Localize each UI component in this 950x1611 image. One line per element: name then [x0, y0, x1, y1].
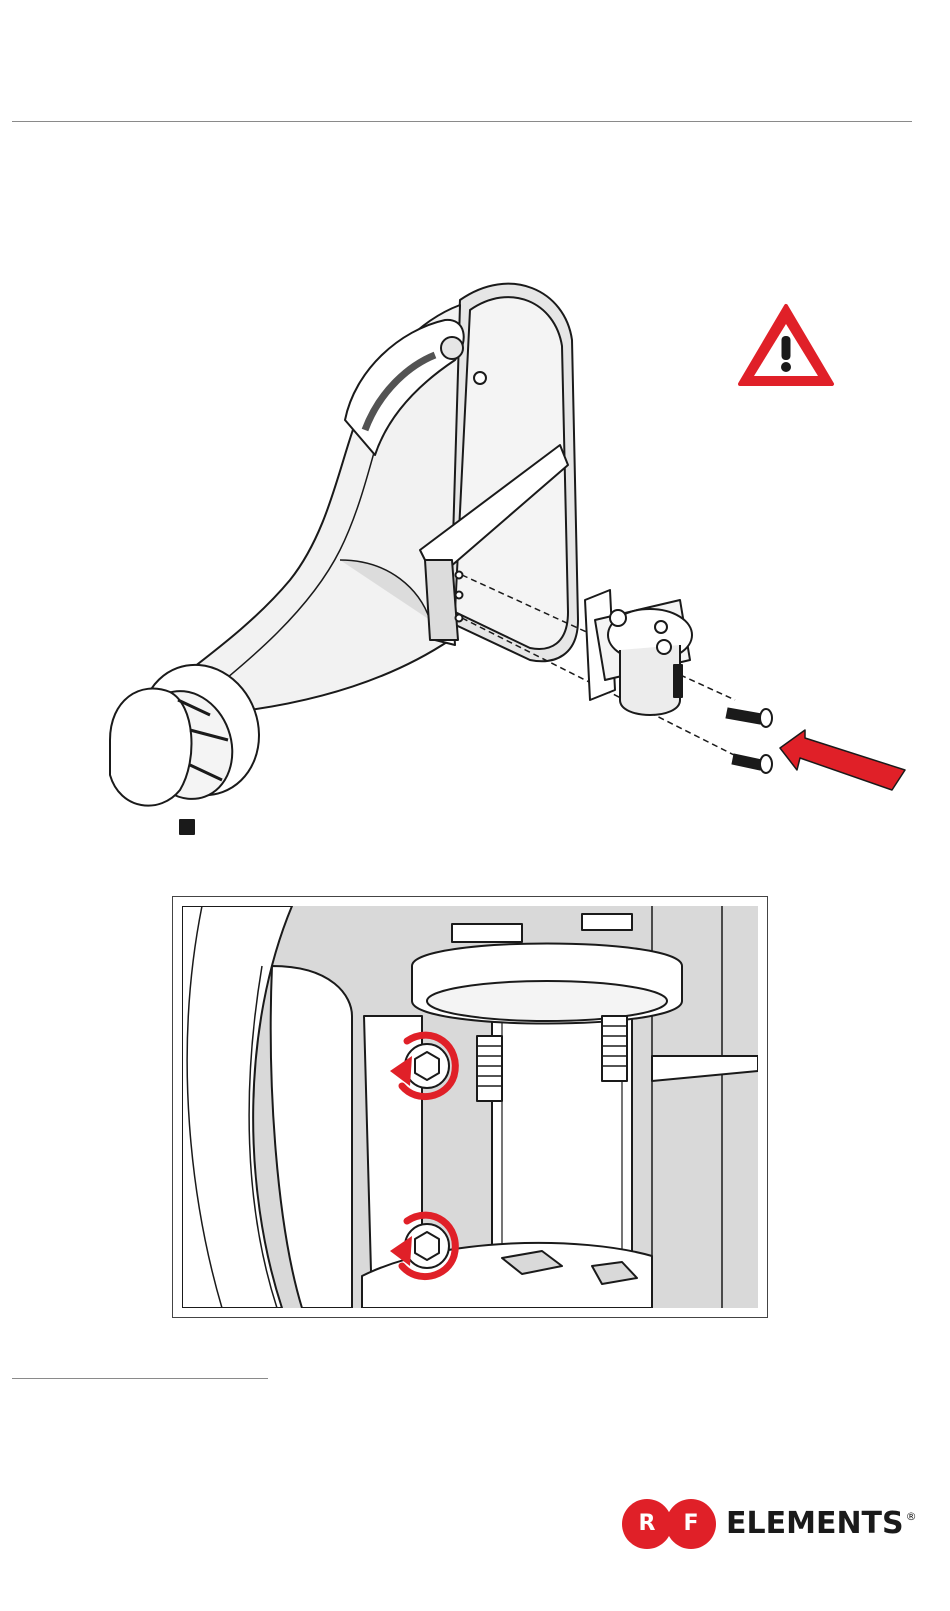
red-arrow-icon [780, 730, 905, 790]
warning-triangle-icon [736, 302, 836, 388]
bolt-lower [732, 754, 772, 773]
logo-letter-r: R [622, 1499, 672, 1549]
logo-mark: R F [622, 1496, 716, 1552]
registered-mark: ® [906, 1510, 917, 1523]
logo-letter-f: F [666, 1499, 716, 1549]
bolt-upper [726, 708, 772, 727]
bottom-divider [12, 1378, 268, 1379]
horn-connector-cap [110, 689, 191, 806]
top-divider [12, 121, 912, 122]
mounting-bracket [585, 590, 692, 715]
detail-closeup-illustration [182, 906, 758, 1308]
rf-elements-logo: R F ELEMENTS ® [622, 1496, 917, 1552]
logo-wordmark: ELEMENTS [726, 1496, 904, 1552]
detail-closeup-panel [172, 896, 768, 1318]
